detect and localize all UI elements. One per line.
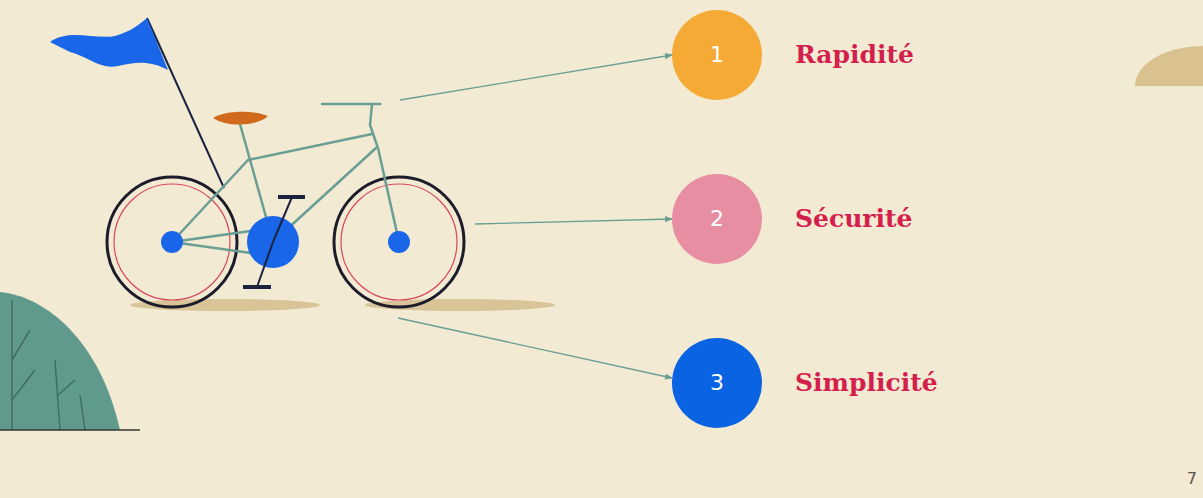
wheel <box>107 177 464 307</box>
numbered-circle: 2Sécurité <box>672 174 762 264</box>
drivetrain <box>161 197 410 287</box>
feature-label: Sécurité <box>795 174 912 264</box>
page-number: 7 <box>1187 469 1197 488</box>
bike-seat <box>213 112 268 125</box>
flag <box>50 18 224 188</box>
feature-label: Rapidité <box>795 10 914 100</box>
callout-number: 2 <box>672 174 762 264</box>
feature-label: Simplicité <box>795 338 938 428</box>
bush <box>0 292 140 430</box>
leader-line <box>398 55 672 378</box>
callout-number: 1 <box>672 10 762 100</box>
numbered-circle: 1Rapidité <box>672 10 762 100</box>
shadow <box>365 299 555 311</box>
decor-shape <box>1135 46 1203 86</box>
callout-number: 3 <box>672 338 762 428</box>
numbered-circle: 3Simplicité <box>672 338 762 428</box>
